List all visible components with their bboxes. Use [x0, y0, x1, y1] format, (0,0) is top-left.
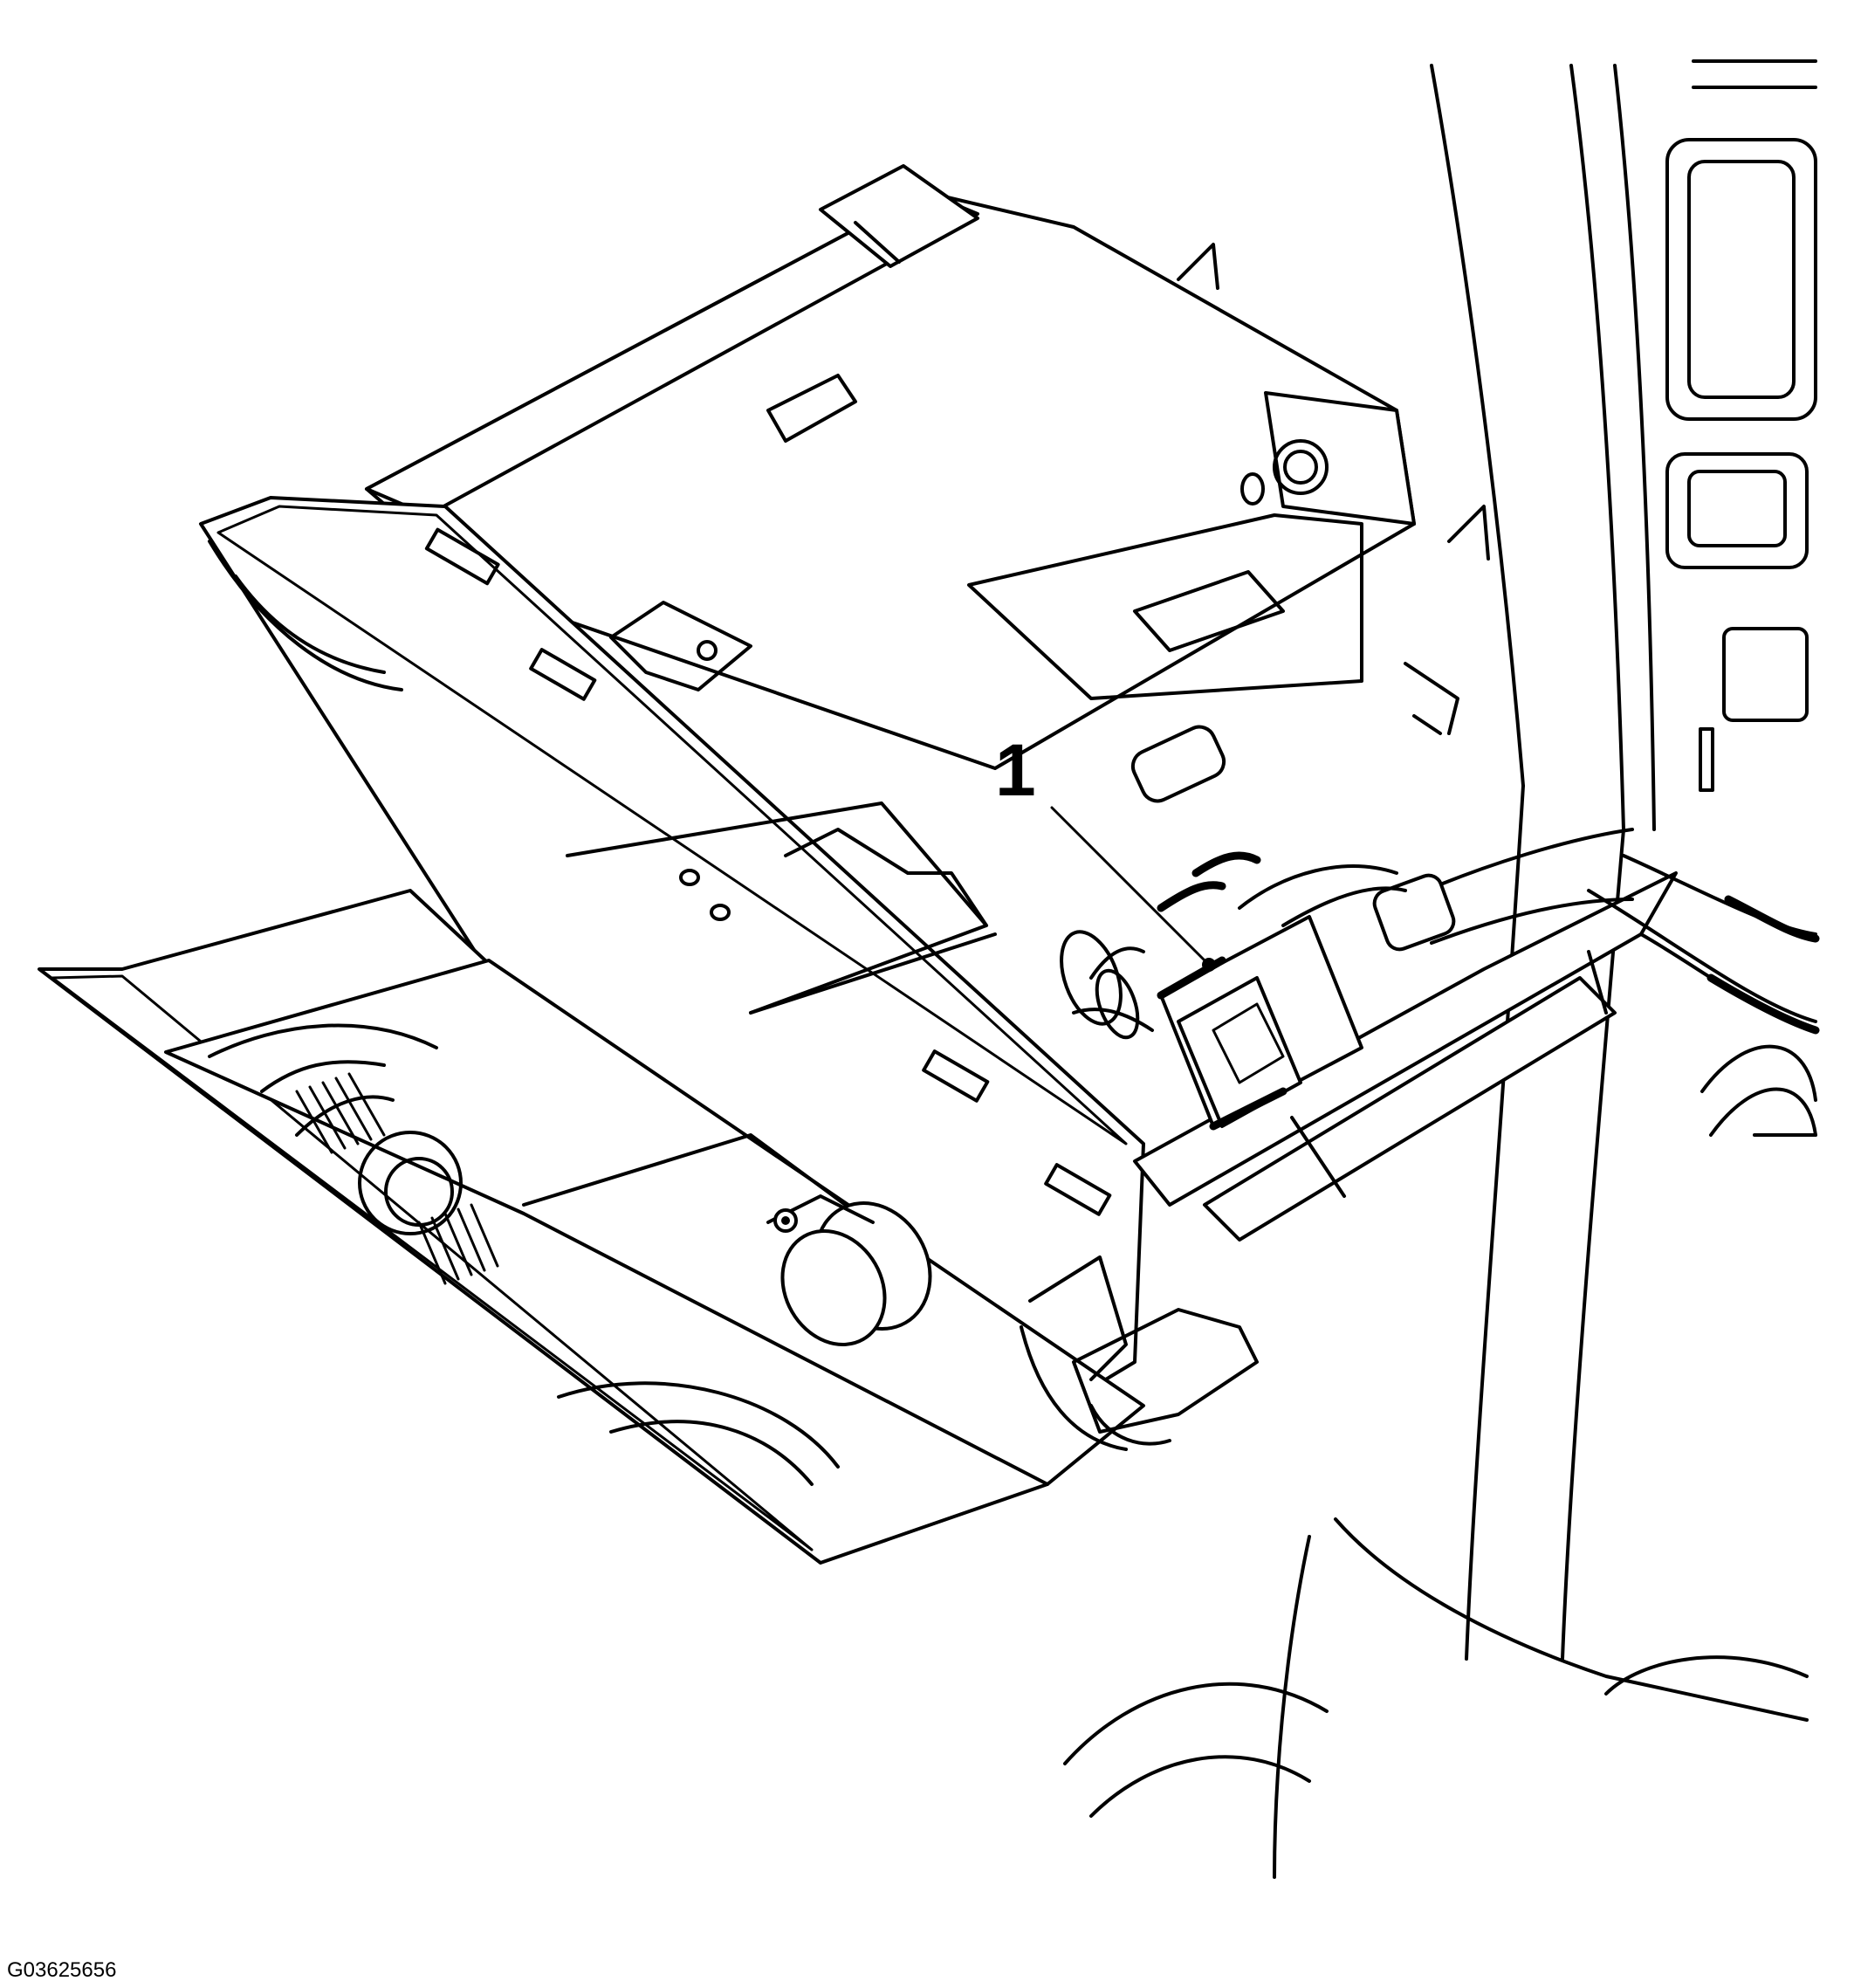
figure-id: G03625656: [7, 1958, 117, 1982]
callout-leader: [1050, 806, 1216, 972]
callout-label-1: 1: [995, 729, 1036, 811]
trim-bezel: [199, 496, 1145, 1390]
ashtray-drawer: [38, 889, 1145, 1565]
cigarette-lighter: [766, 1194, 932, 1346]
ribbed-section-lower: [417, 1203, 499, 1285]
dashboard-panel: [1063, 59, 1817, 1879]
ribbed-section-upper: [295, 1072, 386, 1154]
mounting-bracket: [1072, 871, 1678, 1446]
wiring-harness: [1157, 828, 1820, 1035]
